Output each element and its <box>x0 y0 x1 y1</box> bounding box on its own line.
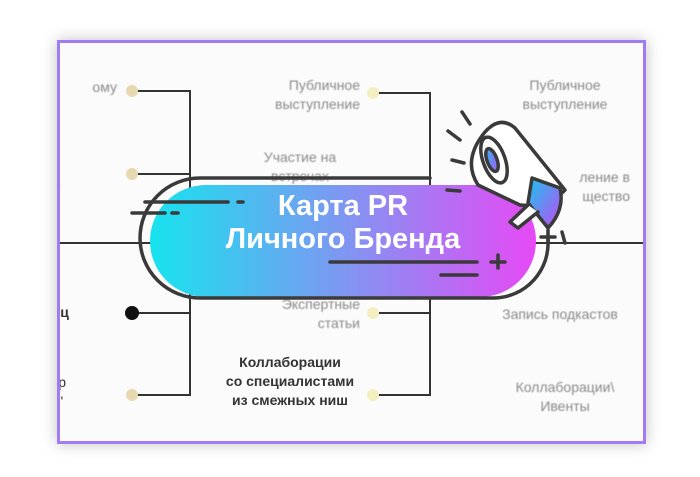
right-node-1: Публичное выступление <box>522 77 608 112</box>
node-dot <box>367 87 379 99</box>
page-title: Карта PR Личного Бренда <box>150 190 536 256</box>
left-node-1: ому <box>92 79 117 95</box>
middle-node-1: Публичное выступление <box>275 77 360 112</box>
right-node-3: Запись подкастов <box>502 306 618 322</box>
speed-lines-icon <box>130 200 557 277</box>
node-dot <box>367 307 379 319</box>
node-dot <box>126 389 138 401</box>
middle-node-2: Участие на встречах <box>263 149 337 184</box>
megaphone-icon <box>445 110 567 245</box>
title-line-2: Личного Бренда <box>225 223 461 255</box>
left-node-4: й эфир мство" <box>58 374 66 409</box>
right-node-4: Коллаборации\ Ивенты <box>515 379 615 414</box>
title-line-1: Карта PR <box>277 190 409 222</box>
left-node-3: траниц <box>60 304 69 320</box>
node-dot <box>126 85 138 97</box>
node-dot <box>367 389 379 401</box>
title-pill <box>150 185 536 297</box>
left-node-2: еч и месяц <box>60 153 120 191</box>
middle-node-4: Коллаборации со специалистами из смежных… <box>225 354 355 408</box>
right-node-2: ление в щество <box>579 169 630 204</box>
pill-outline <box>138 176 550 300</box>
middle-node-3: Экспертные статьи <box>281 296 360 331</box>
node-dot-active <box>125 306 139 320</box>
node-dot <box>126 168 138 180</box>
